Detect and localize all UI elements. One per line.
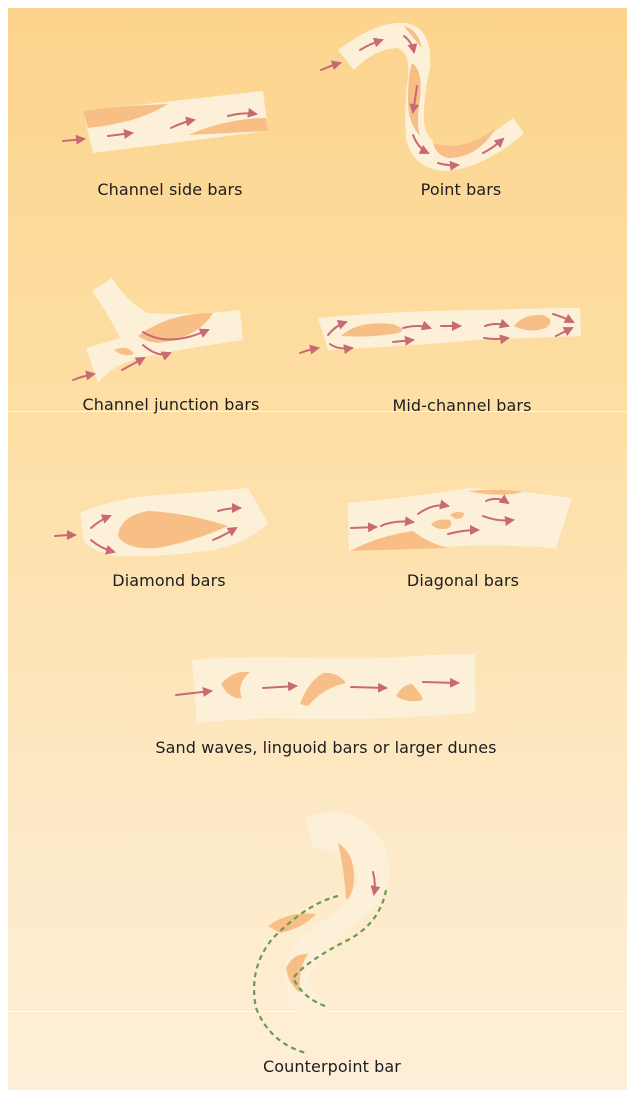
flow-arrow-icon [73,374,94,380]
label-diamond-bars: Diamond bars [112,571,225,590]
label-channel-side-bars: Channel side bars [97,180,242,199]
label-sand-waves: Sand waves, linguoid bars or larger dune… [155,738,496,757]
counterpoint-bar [268,914,316,934]
diagram-canvas: Channel side bars Point bars Channel jun… [8,8,627,1090]
mid-channel-bars-diagram [300,308,581,353]
label-point-bars: Point bars [421,180,502,199]
label-mid-channel-bars: Mid-channel bars [392,396,531,415]
diagonal-bars-diagram [348,488,572,551]
point-bars-diagram [321,23,524,171]
flow-arrow-icon [351,527,376,528]
flow-arrow-icon [63,139,84,141]
flow-arrow-icon [321,63,340,70]
flow-arrow-icon [484,338,508,339]
channel-junction-bars-diagram [73,278,243,383]
sand-waves-diagram [176,654,475,723]
flow-arrow-icon [423,682,458,683]
label-counterpoint-bar: Counterpoint bar [263,1057,401,1076]
counterpoint-bar-diagram [254,812,389,1053]
bar-types-illustration [8,8,627,1090]
flow-arrow-icon [55,535,75,536]
label-channel-junction-bars: Channel junction bars [82,395,259,414]
flow-arrow-icon [351,687,386,688]
diamond-bars-diagram [55,488,268,556]
label-diagonal-bars: Diagonal bars [407,571,519,590]
channel-side-bars-diagram [63,91,268,153]
channel [338,23,524,171]
flow-arrow-icon [300,348,318,353]
